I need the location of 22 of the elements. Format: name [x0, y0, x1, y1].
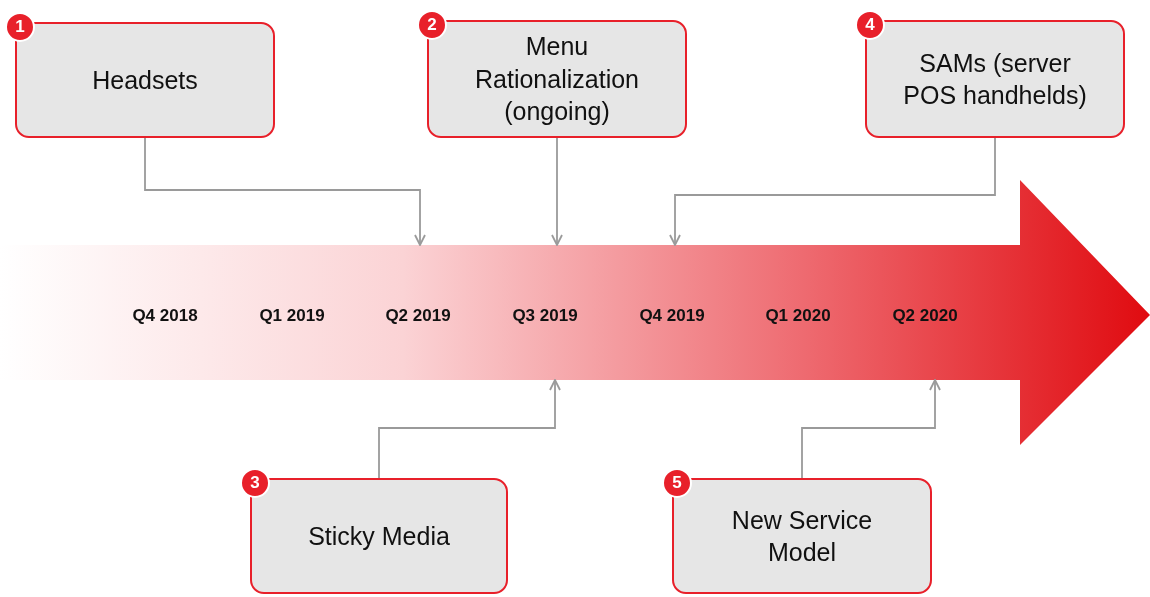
quarter-label: Q2 2019: [385, 306, 451, 326]
connector-arrow: [144, 137, 426, 246]
quarter-label: Q1 2019: [259, 306, 325, 326]
number-badge: 2: [417, 10, 447, 40]
quarter-label: Q1 2020: [765, 306, 831, 326]
quarter-label: Q2 2020: [892, 306, 958, 326]
box-label: Menu Rationalization (ongoing): [474, 31, 640, 128]
connector-arrow: [551, 137, 563, 246]
number-badge: 5: [662, 468, 692, 498]
number-badge: 3: [240, 468, 270, 498]
connector-arrow: [669, 137, 996, 246]
connector-arrow: [801, 379, 941, 479]
number-badge: 4: [855, 10, 885, 40]
box-label: Headsets: [92, 64, 198, 96]
box-label: SAMs (server POS handhelds): [902, 47, 1088, 111]
quarter-label: Q4 2019: [639, 306, 705, 326]
connector-arrow: [378, 379, 561, 479]
number-badge: 1: [5, 12, 35, 42]
box-label: New Service Model: [730, 504, 874, 568]
box-label: Sticky Media: [308, 520, 450, 552]
quarter-label: Q4 2018: [132, 306, 198, 326]
quarter-label: Q3 2019: [512, 306, 578, 326]
